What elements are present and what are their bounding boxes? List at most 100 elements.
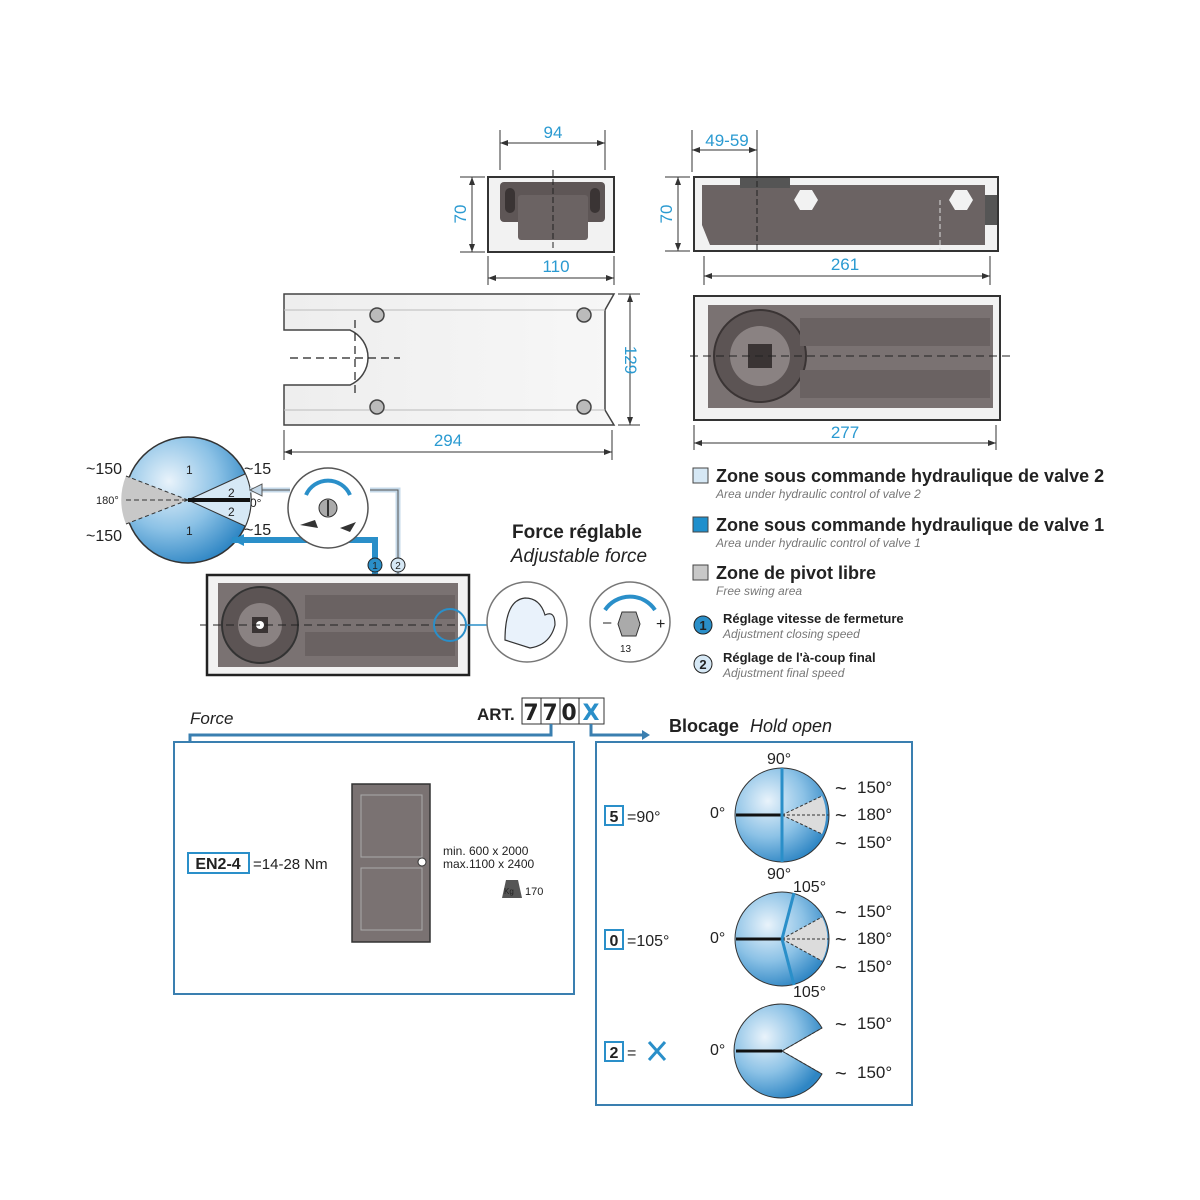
arm-icon xyxy=(504,597,556,649)
option-0-angle-180: 180° xyxy=(857,929,892,948)
legend-marker-1 xyxy=(693,615,713,635)
max-door-size: max.1100 x 2400 xyxy=(443,857,534,871)
svg-text:~: ~ xyxy=(835,929,847,951)
legend-free-title: Zone de pivot libre xyxy=(716,563,876,583)
option-0-value: =105° xyxy=(627,933,669,950)
min-door-size: min. 600 x 2000 xyxy=(443,844,529,858)
svg-text:~: ~ xyxy=(835,1063,847,1085)
legend-valve-1-subtitle: Area under hydraulic control of valve 1 xyxy=(715,536,921,550)
dim-side-length: 261 xyxy=(831,255,859,274)
closer-mechanism xyxy=(200,573,487,677)
legend: Zone sous commande hydraulique de valve … xyxy=(692,466,1104,680)
front-view: 94 70 110 xyxy=(451,123,615,285)
force-minus: – xyxy=(603,614,612,631)
svg-text:~: ~ xyxy=(835,778,847,800)
zone-1-top: 1 xyxy=(186,463,193,477)
legend-final-speed-subtitle: Adjustment final speed xyxy=(722,666,845,680)
valve-1-marker: 1 xyxy=(372,561,378,572)
article-digit-3: 0 xyxy=(561,701,576,726)
cover-plate: 129 294 xyxy=(283,293,640,460)
dim-plate-height: 129 xyxy=(621,346,640,374)
door-icon xyxy=(351,783,431,943)
option-2-angle-150b: 150° xyxy=(857,1063,892,1082)
weight-unit: Kg xyxy=(504,887,514,896)
zone-2-bottom: 2 xyxy=(228,505,235,519)
article-digit-1: 7 xyxy=(523,701,538,726)
svg-text:2: 2 xyxy=(699,657,706,672)
wrench-icon xyxy=(617,611,641,637)
option-5-angle-90: 90° xyxy=(767,751,791,768)
angle-180: 180° xyxy=(96,495,119,507)
option-0-code: 0 xyxy=(610,933,619,950)
svg-text:~: ~ xyxy=(835,957,847,979)
key-size: 13 xyxy=(620,644,632,655)
legend-valve-2-subtitle: Area under hydraulic control of valve 2 xyxy=(715,487,921,501)
force-panel-label: Force xyxy=(190,709,233,728)
legend-swatch-free xyxy=(692,564,709,581)
force-panel: Force EN2-4 =14-28 Nm min. 600 x 2000 ma… xyxy=(173,709,575,995)
en-standard: EN2-4 xyxy=(195,856,240,873)
angle-right-top: ~15 xyxy=(244,461,271,478)
article-digit-2: 7 xyxy=(542,701,557,726)
option-2-zero: 0° xyxy=(710,1042,725,1059)
angle-right-bottom: ~15 xyxy=(244,522,271,539)
option-0-angle-105-top: 105° xyxy=(793,879,826,896)
no-hold-open-icon xyxy=(647,1041,667,1061)
option-5-value: =90° xyxy=(627,809,661,826)
option-0-zero: 0° xyxy=(710,930,725,947)
option-5-angle-180: 180° xyxy=(857,805,892,824)
angle-left-top: ~150 xyxy=(86,461,122,478)
side-view: 49-59 70 261 xyxy=(657,130,999,285)
option-2-value: = xyxy=(627,1045,636,1062)
blocage-label: Blocage xyxy=(669,716,739,736)
dim-body-length: 277 xyxy=(831,423,859,442)
svg-text:1: 1 xyxy=(699,618,706,633)
legend-closing-speed-title: Réglage vitesse de fermeture xyxy=(723,611,904,626)
legend-closing-speed-subtitle: Adjustment closing speed xyxy=(722,627,860,641)
valve-2-marker: 2 xyxy=(395,561,401,572)
weight-value: 170 xyxy=(525,886,543,898)
article-prefix: ART. xyxy=(477,705,515,724)
option-2-angle-150a: 150° xyxy=(857,1014,892,1033)
option-0-angle-105-bottom: 105° xyxy=(793,984,826,1001)
option-0-angle-150a: 150° xyxy=(857,902,892,921)
dim-front-base: 110 xyxy=(542,257,569,276)
option-5-zero: 0° xyxy=(710,805,725,822)
dim-front-height: 70 xyxy=(451,205,470,224)
dim-side-offset: 49-59 xyxy=(705,131,748,150)
svg-text:~: ~ xyxy=(835,833,847,855)
blocage-label-en: Hold open xyxy=(750,716,832,736)
article-code: ART. 7 7 0 X xyxy=(185,697,650,750)
force-adjust-subtitle: Adjustable force xyxy=(510,546,647,567)
legend-free-subtitle: Free swing area xyxy=(716,584,802,598)
option-5-angle-150b: 150° xyxy=(857,833,892,852)
svg-text:~: ~ xyxy=(835,805,847,827)
force-adjust-title: Force réglable xyxy=(512,522,642,543)
option-5-angle-150a: 150° xyxy=(857,778,892,797)
dim-side-height: 70 xyxy=(657,205,676,224)
dim-front-width: 94 xyxy=(544,123,563,142)
valve-adjust-bubble xyxy=(287,467,369,549)
swing-diagram: 1 1 2 2 180° 0° ~150 ~150 ~15 ~15 xyxy=(86,436,271,564)
option-5-code: 5 xyxy=(610,809,619,826)
option-2-code: 2 xyxy=(610,1045,619,1062)
legend-valve-1-title: Zone sous commande hydraulique de valve … xyxy=(716,515,1104,535)
adjustable-force: Force réglable Adjustable force – + 13 xyxy=(486,522,671,663)
svg-text:~: ~ xyxy=(835,1014,847,1036)
legend-swatch-valve-1 xyxy=(692,516,709,533)
force-plus: + xyxy=(656,616,665,633)
force-value: =14-28 Nm xyxy=(253,856,328,873)
angle-0: 0° xyxy=(250,496,262,510)
angle-left-bottom: ~150 xyxy=(86,528,122,545)
zone-2-top: 2 xyxy=(228,486,235,500)
legend-swatch-valve-2 xyxy=(692,467,709,484)
legend-marker-2 xyxy=(693,654,713,674)
legend-valve-2-title: Zone sous commande hydraulique de valve … xyxy=(716,466,1104,486)
legend-final-speed-title: Réglage de l'à-coup final xyxy=(723,650,876,665)
zone-1-bottom: 1 xyxy=(186,524,193,538)
body-top-view: 277 xyxy=(690,295,1010,450)
svg-text:~: ~ xyxy=(835,902,847,924)
dim-plate-length: 294 xyxy=(434,431,462,450)
option-0-angle-150b: 150° xyxy=(857,957,892,976)
